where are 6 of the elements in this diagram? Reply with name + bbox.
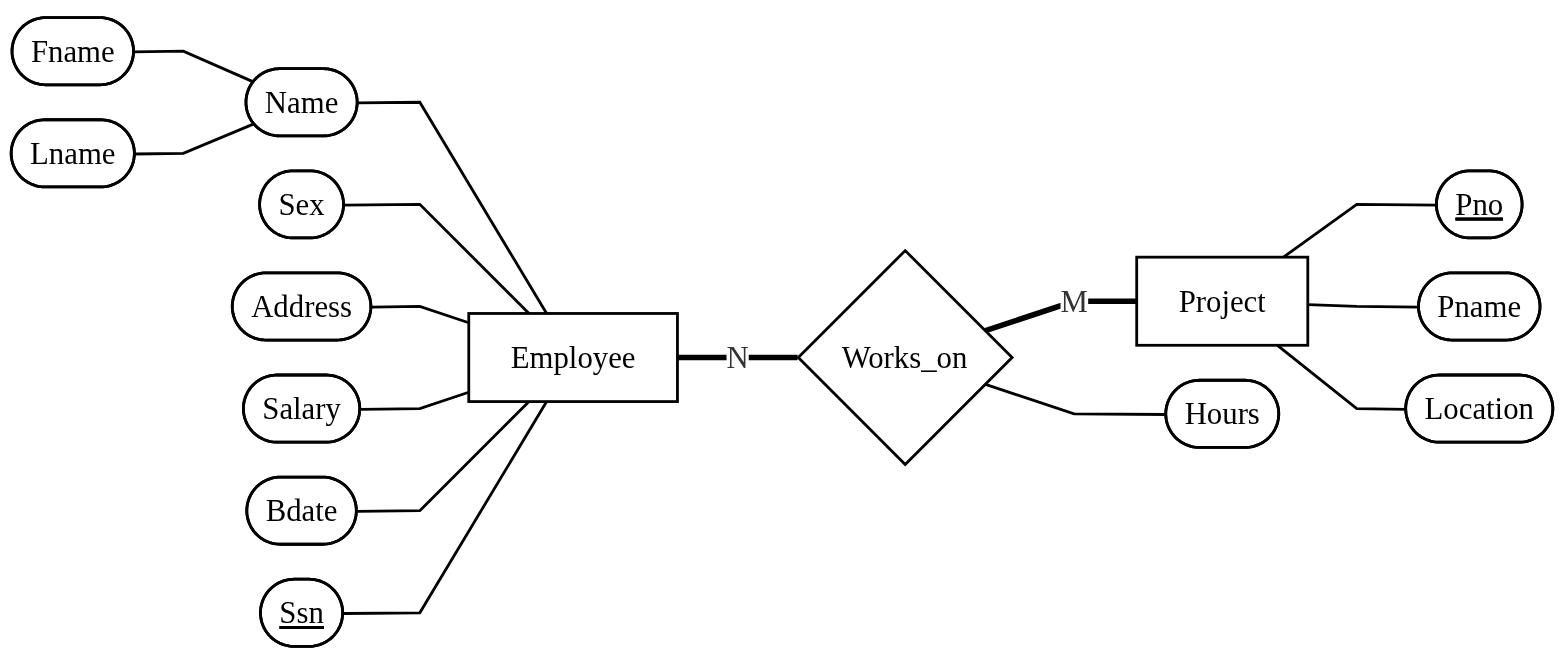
edge-label: M xyxy=(1060,283,1088,319)
node-box: Project xyxy=(1135,255,1310,347)
edge-label: N xyxy=(726,340,749,376)
node-diamond: Works_on xyxy=(796,248,1015,467)
node-box: Employee xyxy=(467,312,679,403)
connector xyxy=(135,122,255,156)
